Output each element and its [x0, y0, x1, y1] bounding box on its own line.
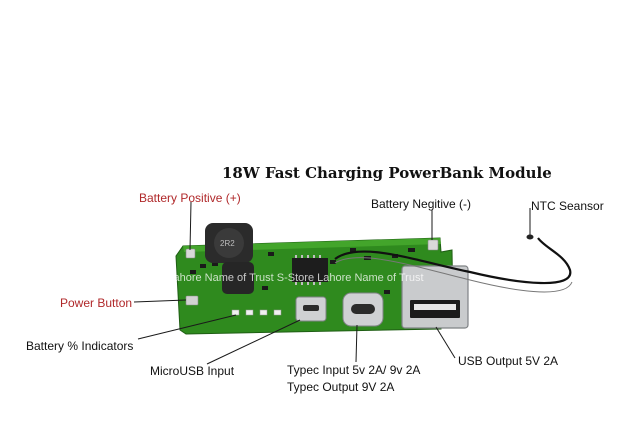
- inductor: 2R2: [205, 223, 253, 263]
- typec-output-label: Typec Output 9V 2A: [287, 380, 395, 394]
- typec-input-label: Typec Input 5v 2A/ 9v 2A: [287, 363, 421, 377]
- usb-output-label: USB Output 5V 2A: [458, 354, 559, 368]
- inductor-marking: 2R2: [220, 239, 235, 248]
- battery-negative-pad: [427, 239, 439, 251]
- page-title: 18W Fast Charging PowerBank Module: [222, 164, 552, 182]
- battery-negative-label: Battery Negitive (-): [371, 197, 472, 211]
- battery-positive-pad: [185, 248, 196, 259]
- controller-ic: [292, 258, 328, 282]
- power-button-switch: [185, 295, 199, 306]
- ntc-sensor-wire: [334, 237, 572, 285]
- capacitor: [222, 262, 254, 294]
- ntc-sensor-label: NTC Seansor: [531, 199, 604, 213]
- ntc-sensor-tip: [526, 234, 534, 240]
- microusb-input-label: MicroUSB Input: [150, 364, 235, 378]
- power-button-label: Power Button: [60, 296, 133, 310]
- battery-indicators-label: Battery % Indicators: [26, 339, 134, 353]
- battery-positive-label: Battery Positive (+): [139, 191, 241, 205]
- watermark-text: S-Store Lahore Name of Trust S-Store Lah…: [127, 272, 424, 284]
